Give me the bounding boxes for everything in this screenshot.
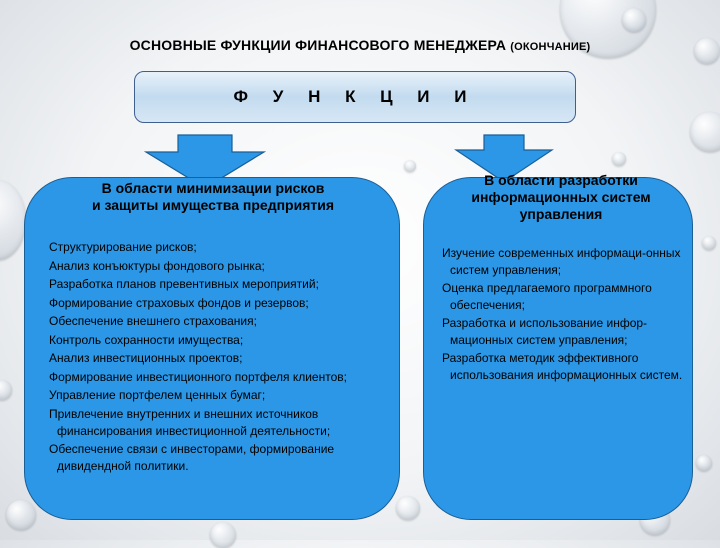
list-item: Анализ инвестиционных проектов;: [49, 351, 243, 365]
list-item: Привлечение внутренних и внешних источни…: [49, 406, 331, 438]
functions-header-box: Ф У Н К Ц И И: [134, 71, 576, 123]
list-item: Обеспечение связи с инвесторами, формиро…: [49, 442, 335, 473]
water-drop-decoration: [6, 500, 36, 530]
list-item: Управление портфелем ценных бумаг;: [49, 388, 266, 402]
page-title: ОСНОВНЫЕ ФУНКЦИИ ФИНАНСОВОГО МЕНЕДЖЕРА (…: [129, 37, 591, 53]
water-drop-decoration: [0, 180, 26, 260]
water-drop-decoration: [694, 38, 720, 64]
list-item: Обеспечение внешнего страхования;: [49, 314, 257, 328]
list-item: Изучение современных информаци-онных сис…: [442, 246, 681, 277]
list-item: Формирование инвестиционного портфеля кл…: [49, 369, 347, 384]
list-item: Разработка планов превентивных мероприят…: [49, 277, 319, 291]
water-drop-decoration: [404, 160, 416, 172]
list-item: Структурирование рисков;: [49, 240, 197, 254]
water-drop-decoration: [702, 236, 716, 250]
water-drop-decoration: [690, 112, 720, 152]
down-arrow-left-icon: [144, 134, 266, 189]
list-item: Анализ конъюктуры фондового рынка;: [49, 258, 265, 273]
list-item: Разработка и использование инфор-мационн…: [442, 316, 648, 347]
info-functions-list: Изучение современных информаци-онных сис…: [442, 245, 688, 385]
water-drop-decoration: [622, 8, 646, 32]
list-item: Контроль сохранности имущества;: [49, 332, 244, 347]
list-item: Разработка методик эффективного использо…: [442, 351, 683, 382]
water-drop-decoration: [396, 496, 420, 520]
list-item: Формирование страховых фондов и резервов…: [49, 295, 309, 310]
risk-functions-list: Структурирование рисков; Анализ конъюкту…: [49, 239, 399, 477]
down-arrow-right-icon: [454, 134, 554, 183]
water-drop-decoration: [210, 522, 236, 548]
water-drop-decoration: [0, 380, 12, 400]
functions-label: Ф У Н К Ц И И: [233, 87, 477, 106]
list-item: Оценка предлагаемого программного обеспе…: [442, 281, 652, 312]
water-drop-decoration: [612, 152, 626, 166]
water-drop-decoration: [696, 455, 712, 471]
